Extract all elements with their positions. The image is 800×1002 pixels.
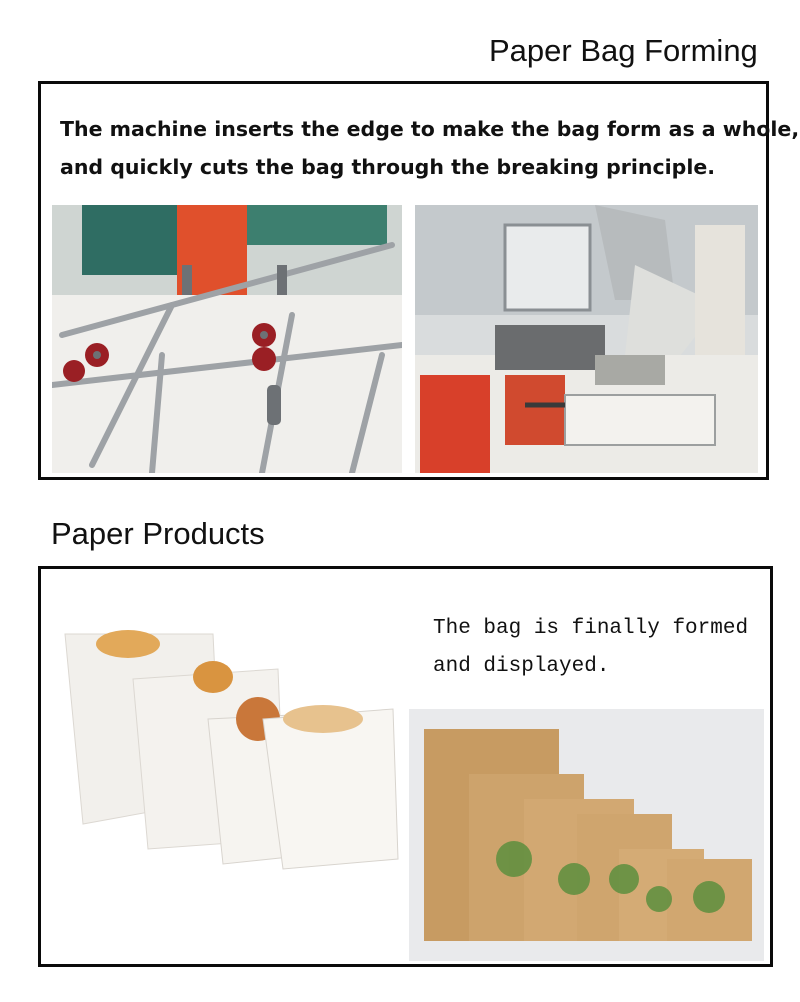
forming-section-title: Paper Bag Forming (489, 33, 758, 68)
white-bread-bags-photo (53, 619, 403, 879)
forming-panel: The machine inserts the edge to make the… (38, 81, 799, 480)
machine-rollers-photo (52, 205, 402, 473)
forming-description-line-2: and quickly cuts the bag through the bre… (60, 155, 716, 179)
products-section-title: Paper Products (51, 516, 265, 551)
products-caption-line-2: and displayed. (433, 655, 610, 678)
kraft-bags-photo (409, 709, 764, 961)
products-panel: The bag is finally formed and displayed. (38, 566, 773, 967)
machine-overview-photo (415, 205, 758, 473)
products-caption-line-1: The bag is finally formed (433, 617, 749, 640)
forming-description-line-1: The machine inserts the edge to make the… (60, 117, 800, 141)
